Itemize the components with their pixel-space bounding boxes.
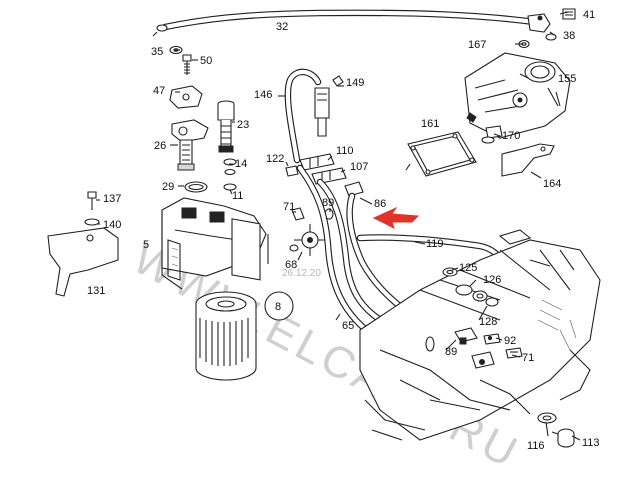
part-labels: 32 41 35 167 38 50 155 146 149 47 23 161… xyxy=(87,9,600,452)
part-149-valve xyxy=(314,75,344,137)
label-89a: 89 xyxy=(322,197,334,209)
watermark-date: 26.12.20 xyxy=(282,268,321,279)
label-110: 110 xyxy=(336,145,354,157)
part-8-filter xyxy=(195,291,294,381)
label-170: 170 xyxy=(502,130,520,142)
label-86: 86 xyxy=(374,198,386,210)
part-164-bracket xyxy=(501,143,555,177)
label-128: 128 xyxy=(479,316,497,328)
label-149: 149 xyxy=(346,77,364,89)
label-113: 113 xyxy=(582,437,600,449)
label-164: 164 xyxy=(543,178,561,190)
label-8: 8 xyxy=(275,301,281,313)
part-155-pump xyxy=(464,52,571,139)
part-126-fitting xyxy=(455,284,488,302)
label-71a: 71 xyxy=(283,201,295,213)
red-arrow-annotation xyxy=(372,206,420,229)
label-92: 92 xyxy=(504,335,516,347)
part-26-pump-element xyxy=(171,119,209,171)
part-68-distributor xyxy=(289,224,326,256)
part-50-bolt xyxy=(182,54,192,75)
part-110-fitting xyxy=(299,153,335,171)
label-89b: 89 xyxy=(445,346,457,358)
part-23-plunger xyxy=(217,100,235,153)
label-107: 107 xyxy=(350,161,368,173)
part-29-o-ring xyxy=(184,181,208,193)
red-arrow-head xyxy=(372,206,420,229)
label-14: 14 xyxy=(235,158,247,170)
part-161-gasket xyxy=(407,131,477,177)
label-161: 161 xyxy=(421,118,439,130)
label-68: 68 xyxy=(285,259,297,271)
label-140: 140 xyxy=(103,219,121,231)
label-41: 41 xyxy=(583,9,595,21)
part-47-bracket xyxy=(169,85,203,109)
label-146: 146 xyxy=(254,89,272,101)
leader-lines xyxy=(96,11,581,441)
label-126: 126 xyxy=(483,274,501,286)
part-71-clip-lower xyxy=(505,347,523,359)
part-137-bolt xyxy=(87,191,97,210)
part-113-plug xyxy=(551,428,575,448)
label-155: 155 xyxy=(558,73,576,85)
part-86-fitting xyxy=(344,181,364,197)
part-38-washer xyxy=(545,33,557,41)
label-131: 131 xyxy=(87,285,105,297)
part-89-nut-lower xyxy=(425,327,478,352)
part-146-hose xyxy=(284,68,322,164)
part-32-fuel-line xyxy=(152,9,551,37)
part-92-clip xyxy=(483,333,501,345)
label-125: 125 xyxy=(459,262,477,274)
label-26: 26 xyxy=(154,140,166,152)
label-32: 32 xyxy=(276,21,288,33)
label-23: 23 xyxy=(237,119,249,131)
part-116-seal xyxy=(537,412,557,424)
part-128-washer xyxy=(485,297,499,307)
label-38: 38 xyxy=(563,30,575,42)
label-50: 50 xyxy=(200,55,212,67)
label-47: 47 xyxy=(153,85,165,97)
label-11: 11 xyxy=(232,190,243,202)
part-41-clip xyxy=(562,8,576,20)
label-71b: 71 xyxy=(522,352,534,364)
label-5: 5 xyxy=(143,239,149,251)
label-116: 116 xyxy=(527,440,545,452)
part-140-washer xyxy=(84,218,100,226)
hose-junction xyxy=(471,351,495,369)
label-167: 167 xyxy=(468,39,486,51)
engine-block xyxy=(359,229,601,441)
label-65: 65 xyxy=(342,320,354,332)
part-122-fitting xyxy=(285,165,299,177)
label-119: 119 xyxy=(426,238,444,250)
label-122: 122 xyxy=(266,153,284,165)
part-131-bracket xyxy=(47,227,119,297)
label-29: 29 xyxy=(162,181,174,193)
part-71-clip-upper xyxy=(291,207,305,221)
label-35: 35 xyxy=(151,46,163,58)
part-5-filter-housing xyxy=(161,197,269,290)
label-137: 137 xyxy=(103,193,121,205)
